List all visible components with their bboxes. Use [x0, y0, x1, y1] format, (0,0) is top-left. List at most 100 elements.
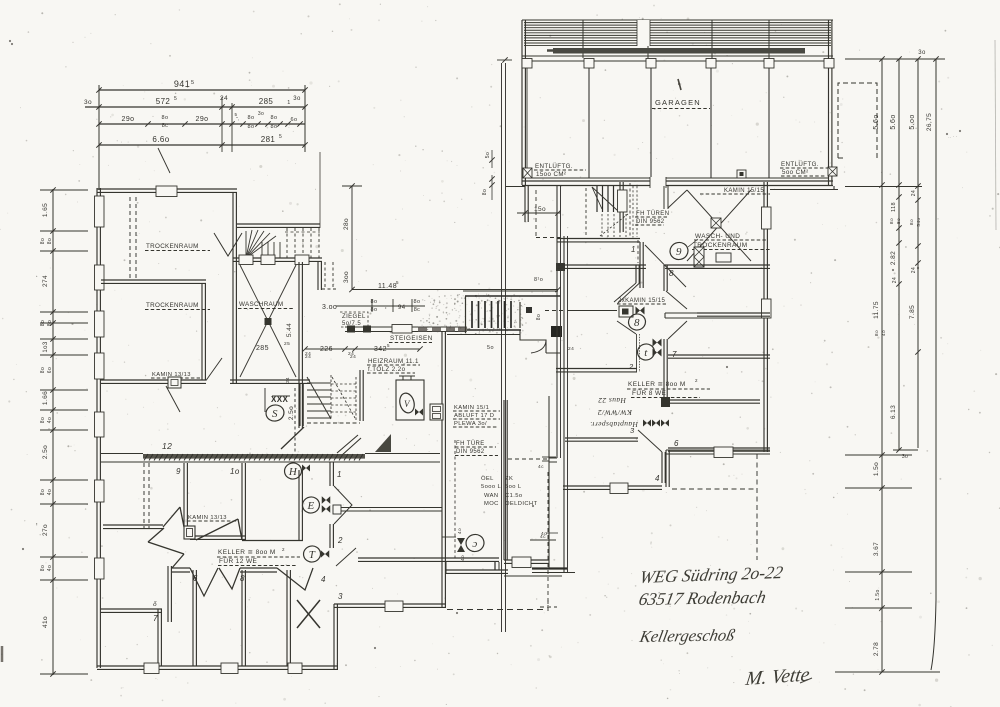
svg-text:24: 24 [911, 267, 917, 273]
svg-text:KAMIN 15/15: KAMIN 15/15 [724, 188, 764, 194]
svg-text:29o: 29o [122, 116, 135, 123]
svg-text:8¹o: 8¹o [534, 277, 543, 283]
svg-text:STEIGEISEN: STEIGEISEN [390, 335, 433, 342]
svg-text:24: 24 [348, 351, 354, 357]
svg-text:TROCKENRAUM: TROCKENRAUM [146, 302, 199, 309]
svg-text:MOC: MOC [484, 501, 499, 507]
svg-text:8o: 8o [482, 189, 488, 195]
svg-text:T: T [309, 549, 316, 561]
svg-text:1o3: 1o3 [43, 341, 49, 352]
svg-text:ÖEL: ÖEL [481, 475, 494, 482]
svg-text:94: 94 [398, 305, 406, 311]
svg-text:ZK: ZK [505, 476, 513, 482]
svg-text:OELDICHT: OELDICHT [505, 501, 538, 507]
svg-text:WASCHRAUM: WASCHRAUM [239, 301, 283, 308]
svg-text:41o: 41o [42, 616, 49, 628]
svg-text:2.82: 2.82 [890, 251, 897, 265]
svg-text:11.48: 11.48 [378, 283, 397, 290]
svg-text:8o: 8o [162, 115, 169, 121]
svg-text:8o: 8o [896, 218, 902, 224]
svg-text:4: 4 [655, 474, 660, 483]
svg-text:'': '' [36, 523, 42, 526]
svg-text:2: 2 [282, 547, 285, 552]
svg-text:Hauptabsperr.: Hauptabsperr. [590, 420, 639, 429]
svg-text:KAMIN 13/13: KAMIN 13/13 [152, 372, 191, 378]
svg-text:WAN: WAN [484, 493, 499, 499]
svg-text:5o: 5o [485, 152, 491, 158]
svg-text:5ooo L: 5ooo L [481, 484, 502, 490]
svg-text:5: 5 [174, 96, 177, 102]
svg-text:4o: 4o [460, 555, 466, 561]
svg-text:': ' [36, 275, 42, 276]
svg-text:E: E [306, 500, 314, 512]
svg-text:4o: 4o [47, 489, 53, 495]
svg-text:3o: 3o [84, 99, 92, 106]
svg-text:5o/7.5: 5o/7.5 [342, 321, 361, 327]
svg-text:118: 118 [891, 202, 897, 212]
svg-text:6.6o: 6.6o [152, 135, 169, 144]
svg-text:8o: 8o [271, 115, 278, 121]
svg-text:2.5o: 2.5o [42, 445, 49, 459]
svg-text:274: 274 [42, 275, 49, 287]
svg-text:8o: 8o [271, 124, 278, 130]
svg-text:1.66: 1.66 [42, 391, 49, 405]
svg-text:25: 25 [284, 341, 290, 347]
svg-text:FÜR 12 WE: FÜR 12 WE [219, 557, 258, 565]
svg-text:ABLUFT 17 D: ABLUFT 17 D [454, 413, 494, 419]
svg-text:V: V [404, 399, 411, 409]
svg-text:ZIEGEL: ZIEGEL [342, 314, 366, 320]
svg-text:1.5o: 1.5o [875, 589, 881, 600]
svg-text:8o: 8o [536, 314, 542, 320]
svg-text:XXX: XXX [271, 395, 288, 404]
svg-text:3: 3 [630, 426, 635, 435]
svg-text:2: 2 [628, 362, 634, 371]
svg-text:S: S [272, 408, 278, 420]
svg-text:8o: 8o [874, 330, 880, 336]
svg-text:3.67: 3.67 [873, 542, 880, 556]
svg-text:",: ", [236, 116, 240, 121]
svg-text:941: 941 [174, 79, 190, 89]
svg-text:11.75: 11.75 [873, 301, 880, 319]
svg-text:2.78: 2.78 [873, 642, 880, 656]
svg-text:8: 8 [634, 317, 640, 329]
svg-text:8o: 8o [371, 307, 378, 313]
svg-text:24: 24 [305, 354, 311, 360]
svg-text:4c: 4c [540, 534, 546, 540]
svg-text:24: 24 [892, 277, 898, 283]
svg-text:342: 342 [374, 346, 387, 353]
svg-text:5: 5 [191, 80, 194, 86]
svg-text:63517 Rodenbach: 63517 Rodenbach [637, 587, 768, 609]
svg-text:3oo: 3oo [343, 271, 350, 283]
svg-text:3o: 3o [902, 454, 908, 460]
svg-text:1: 1 [287, 100, 290, 106]
svg-text:M. Vette: M. Vette [743, 664, 811, 691]
svg-text:5.44: 5.44 [286, 323, 293, 337]
svg-text:2xKAMIN 15/15: 2xKAMIN 15/15 [618, 298, 665, 304]
svg-text:1.5o: 1.5o [873, 462, 880, 476]
svg-text:5: 5 [235, 112, 238, 117]
svg-text:•: • [385, 305, 387, 310]
svg-text:3.oo: 3.oo [322, 304, 337, 311]
svg-text:6: 6 [674, 439, 679, 448]
svg-text:285: 285 [259, 97, 274, 106]
svg-text:1: 1 [337, 470, 342, 479]
svg-text:H: H [288, 466, 298, 478]
svg-text:3o: 3o [293, 96, 301, 102]
svg-text:7.85: 7.85 [909, 305, 916, 319]
svg-text:1: 1 [631, 245, 636, 254]
svg-text:8o: 8o [40, 367, 46, 373]
svg-text:8o: 8o [40, 417, 46, 423]
svg-text:5: 5 [387, 343, 390, 348]
svg-text:8o: 8o [889, 218, 895, 224]
svg-text:2: 2 [695, 378, 698, 383]
svg-text:5oo CM²: 5oo CM² [782, 169, 809, 176]
svg-text:δ: δ [153, 601, 157, 608]
svg-text:54o: 54o [916, 217, 922, 226]
svg-text:6o: 6o [47, 367, 53, 373]
svg-text:281: 281 [261, 135, 276, 144]
svg-text:24: 24 [285, 377, 290, 383]
svg-text:FH TÜRE: FH TÜRE [456, 440, 485, 447]
svg-text:8: 8 [669, 269, 674, 278]
svg-text:8o: 8o [40, 489, 46, 495]
svg-text:6.13: 6.13 [890, 405, 897, 419]
